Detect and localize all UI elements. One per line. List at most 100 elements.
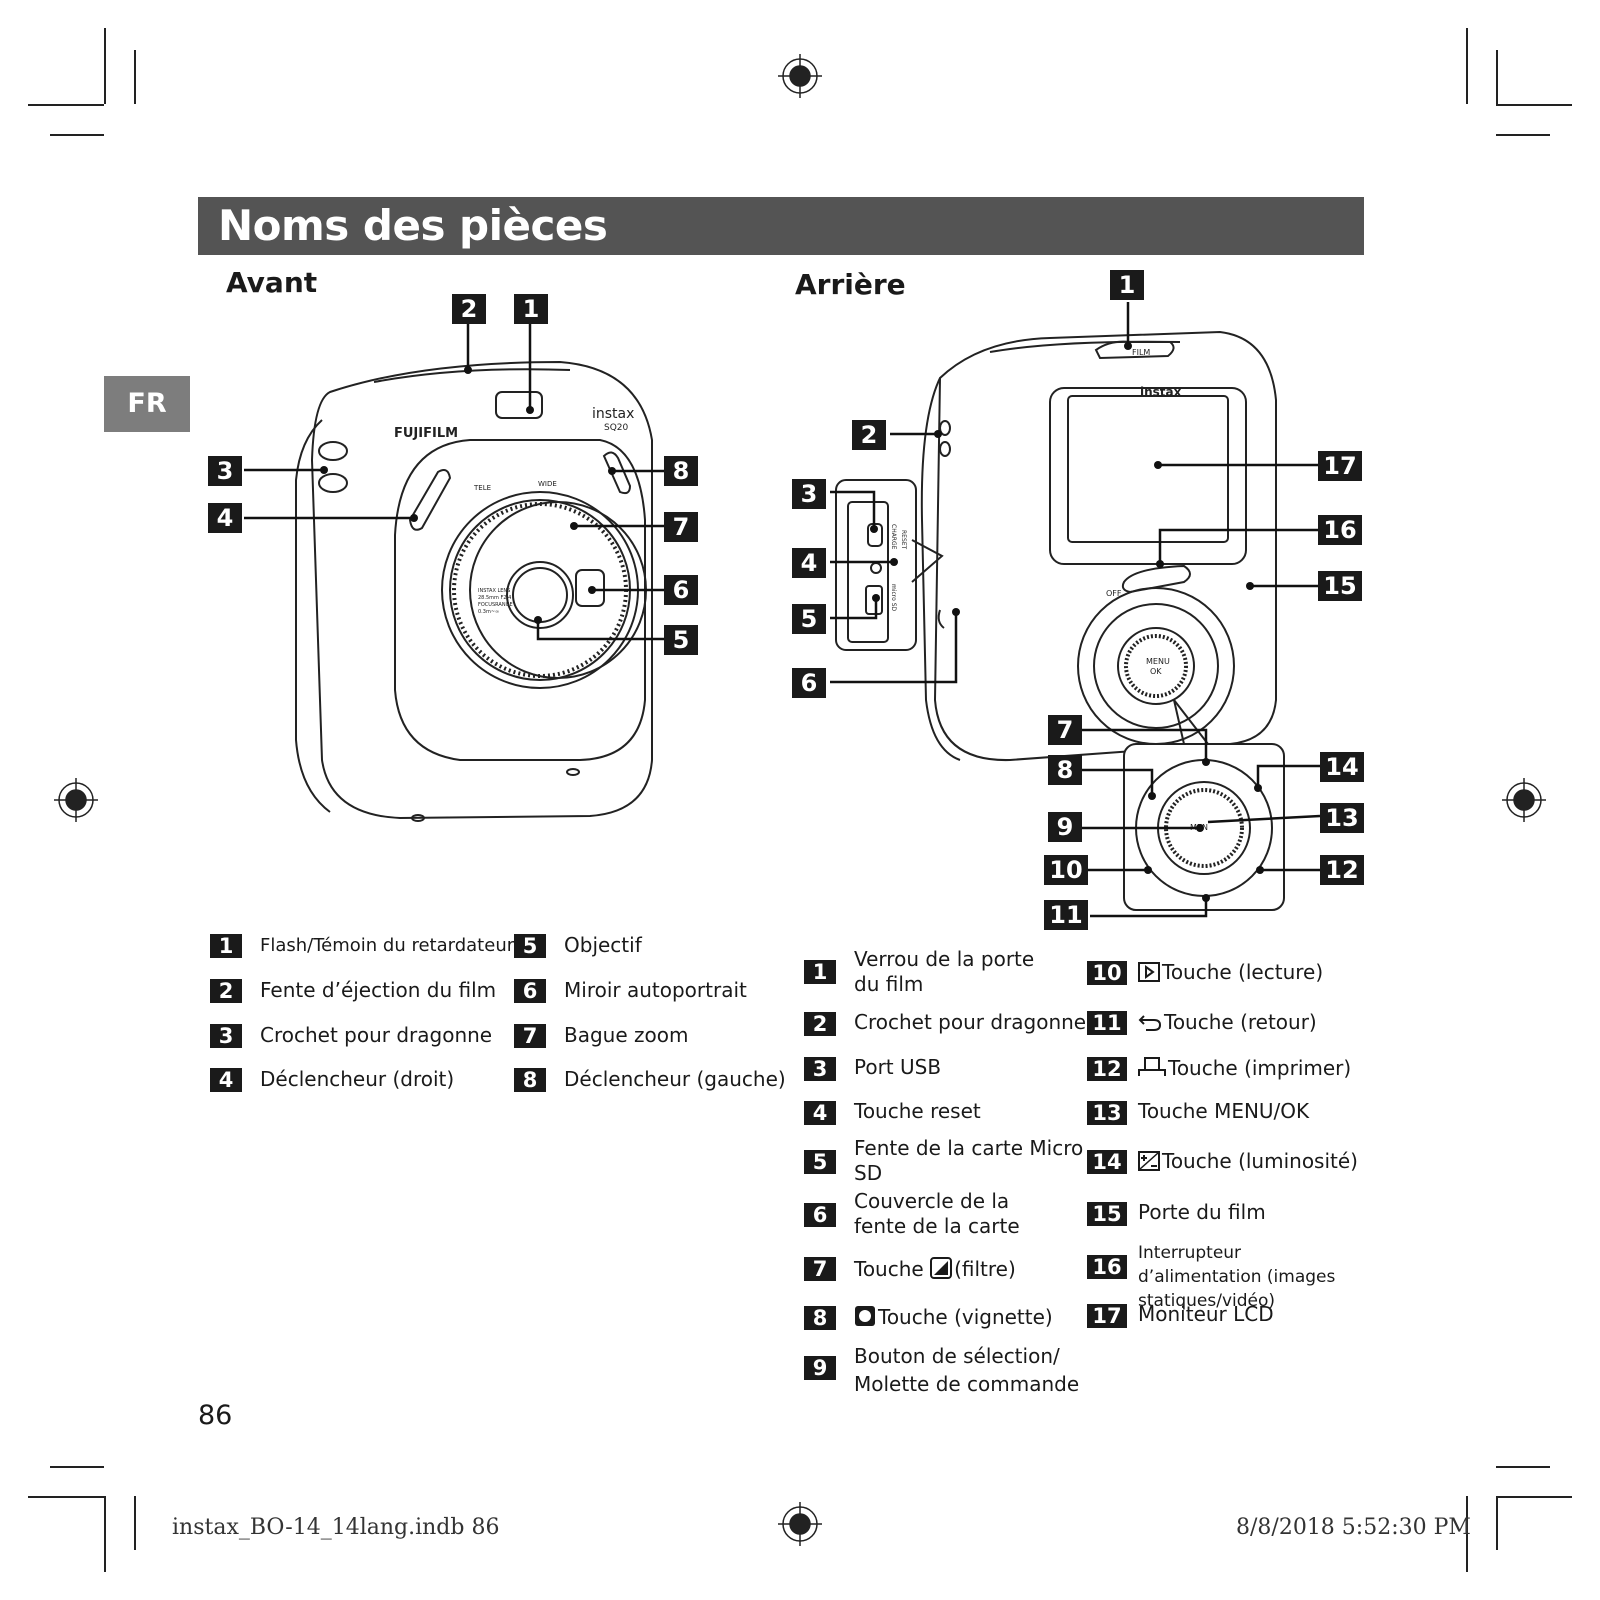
legend-label-text: Touche (lecture) xyxy=(1162,960,1324,984)
title-banner xyxy=(198,197,1364,255)
zoom-wide-label: WIDE xyxy=(538,480,557,488)
legend-number: 14 xyxy=(1087,1150,1127,1174)
legend-number: 17 xyxy=(1087,1304,1127,1328)
front-callout-8: 8 xyxy=(664,456,698,486)
back-callout-3: 3 xyxy=(792,479,826,509)
footer-filename: instax_BO-14_14lang.indb 86 xyxy=(172,1515,500,1540)
back-heading: Arrière xyxy=(795,268,906,301)
filter-icon xyxy=(930,1257,953,1279)
screen-instax-logo: instax xyxy=(1140,385,1182,399)
legend-label: Interrupteur d’alimentation (images stat… xyxy=(1138,1243,1336,1311)
front-callout-5: 5 xyxy=(664,625,698,655)
fujifilm-logo: FUJIFILM xyxy=(394,426,458,441)
legend-label: Touche (filtre) xyxy=(854,1257,1016,1282)
back-callout-8: 8 xyxy=(1048,755,1082,785)
back-callout-9: 9 xyxy=(1048,812,1082,842)
legend-label: Touche (lecture) xyxy=(1138,960,1323,985)
page-number: 86 xyxy=(198,1400,233,1431)
legend-label: Touche reset xyxy=(854,1099,981,1123)
legend-label: Touche (luminosité) xyxy=(1138,1149,1358,1174)
front-callout-4: 4 xyxy=(208,503,242,533)
registration-target-icon xyxy=(54,778,98,822)
legend-number: 7 xyxy=(804,1257,836,1281)
lens-text-1: INSTAX LENS xyxy=(478,588,510,594)
legend-number: 6 xyxy=(514,979,546,1003)
lens-text-2: 28.5mm F2.4 xyxy=(478,595,511,601)
back-callout-10: 10 xyxy=(1044,855,1088,885)
legend-label: Crochet pour dragonne xyxy=(260,1023,493,1047)
front-callout-2: 2 xyxy=(452,294,486,324)
back-callout-4: 4 xyxy=(792,548,826,578)
page-title: Noms des pièces xyxy=(218,201,608,250)
legend-label: Moniteur LCD xyxy=(1138,1302,1274,1326)
playback-icon xyxy=(1138,962,1160,982)
legend-number: 8 xyxy=(514,1068,546,1092)
legend-label-end: (filtre) xyxy=(954,1257,1016,1281)
dial-ok-label: OK xyxy=(1150,667,1162,676)
back-callout-11: 11 xyxy=(1044,900,1088,930)
back-callout-17: 17 xyxy=(1318,451,1362,481)
legend-number: 15 xyxy=(1087,1202,1127,1226)
legend-label: Touche (imprimer) xyxy=(1138,1056,1351,1081)
legend-label: Touche (retour) xyxy=(1138,1010,1317,1035)
legend-label-text: Touche (retour) xyxy=(1164,1010,1317,1034)
zoom-tele-label: TELE xyxy=(473,484,491,492)
registration-target-icon xyxy=(778,1502,822,1546)
back-callout-16: 16 xyxy=(1318,515,1362,545)
dial-menu-label: MENU xyxy=(1146,657,1170,666)
legend-number: 4 xyxy=(804,1101,836,1125)
slot-charge-label: CHARGE xyxy=(890,524,897,550)
legend-number: 12 xyxy=(1087,1057,1127,1081)
legend-number: 2 xyxy=(210,979,242,1003)
instax-logo: instax xyxy=(592,406,634,422)
legend-label-text: Touche (vignette) xyxy=(878,1305,1053,1329)
legend-number: 16 xyxy=(1087,1255,1127,1279)
legend-number: 1 xyxy=(804,960,836,984)
legend-label: Touche MENU/OK xyxy=(1138,1099,1310,1123)
back-callout-12: 12 xyxy=(1320,855,1364,885)
back-callout-7: 7 xyxy=(1048,715,1082,745)
legend-number: 1 xyxy=(210,934,242,958)
legend-number: 3 xyxy=(210,1024,242,1048)
front-callout-3: 3 xyxy=(208,456,242,486)
registration-target-icon xyxy=(1502,778,1546,822)
front-callout-6: 6 xyxy=(664,575,698,605)
legend-label: Miroir autoportrait xyxy=(564,978,747,1002)
legend-label: Couvercle de la fente de la carte xyxy=(854,1189,1020,1238)
lens-text-3: FOCUSRANGE xyxy=(478,602,513,608)
registration-target-icon xyxy=(778,54,822,98)
slot-reset-label: RESET xyxy=(900,530,907,550)
brightness-icon xyxy=(1138,1151,1160,1171)
legend-label: Touche (vignette) xyxy=(854,1305,1053,1330)
legend-number: 11 xyxy=(1087,1011,1127,1035)
legend-label: Déclencheur (gauche) xyxy=(564,1067,786,1091)
front-callout-1: 1 xyxy=(514,294,548,324)
language-tab: FR xyxy=(104,376,190,432)
back-callout-6: 6 xyxy=(792,668,826,698)
legend-number: 2 xyxy=(804,1012,836,1036)
legend-label: Bouton de sélection/ Molette de commande xyxy=(854,1344,1080,1396)
legend-number: 6 xyxy=(804,1203,836,1227)
legend-label: Objectif xyxy=(564,933,642,957)
legend-label: Fente d’éjection du film xyxy=(260,978,497,1002)
back-callout-1: 1 xyxy=(1110,270,1144,300)
legend-number: 4 xyxy=(210,1068,242,1092)
lens-text-4: 0.3m~∞ xyxy=(478,609,499,615)
back-callout-13: 13 xyxy=(1320,803,1364,833)
back-callout-5: 5 xyxy=(792,604,826,634)
legend-label: Port USB xyxy=(854,1055,942,1079)
legend-number: 8 xyxy=(804,1306,836,1330)
legend-label: Porte du film xyxy=(1138,1200,1266,1224)
back-callout-14: 14 xyxy=(1320,752,1364,782)
film-lock-label: FILM xyxy=(1132,348,1150,357)
legend-number: 10 xyxy=(1087,961,1127,985)
legend-label: Crochet pour dragonne xyxy=(854,1010,1087,1034)
legend-number: 5 xyxy=(514,934,546,958)
print-icon xyxy=(1138,1057,1166,1076)
front-heading: Avant xyxy=(226,266,318,299)
legend-number: 7 xyxy=(514,1024,546,1048)
legend-label-start: Touche xyxy=(854,1257,924,1281)
legend-label: Verrou de la porte du film xyxy=(854,947,1035,996)
